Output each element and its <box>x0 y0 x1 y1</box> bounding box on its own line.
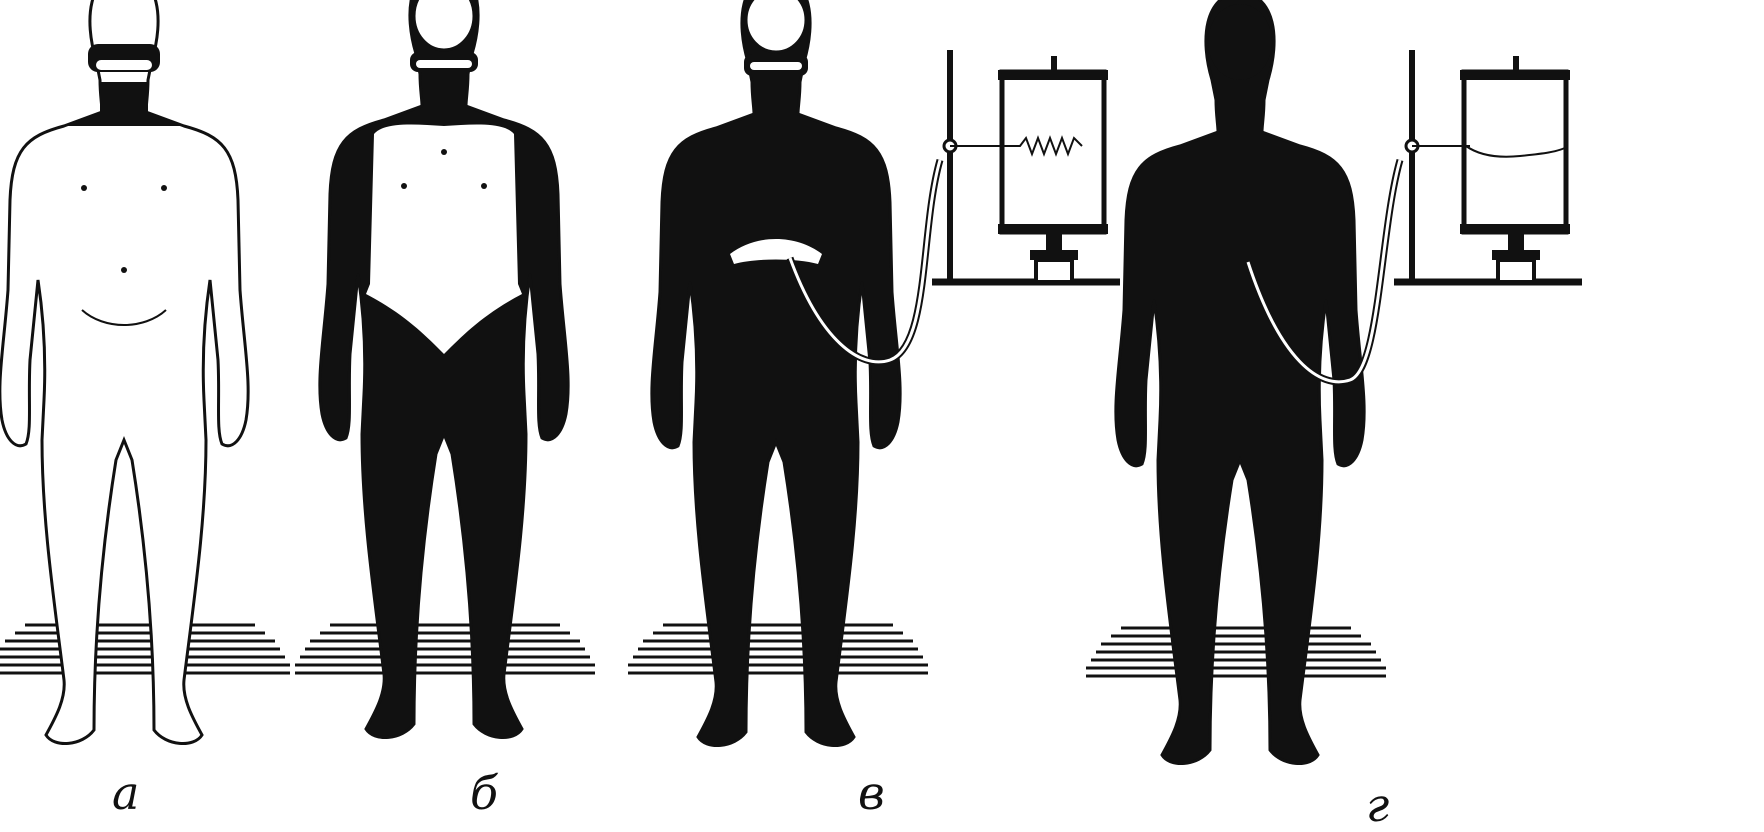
panel-c-caption: в <box>858 770 885 816</box>
panel-d <box>1086 0 1582 764</box>
panel-b-caption: б <box>470 770 498 816</box>
panel-a <box>0 0 290 744</box>
panel-a-caption: а <box>112 770 139 816</box>
panel-c <box>628 0 1120 746</box>
panel-b <box>295 0 595 738</box>
panel-d-caption: г <box>1366 782 1389 828</box>
